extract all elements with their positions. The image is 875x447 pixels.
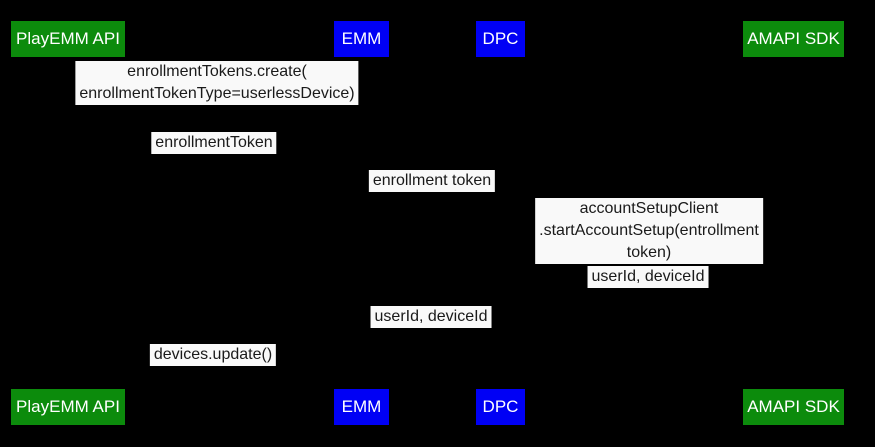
actor-label: AMAPI SDK — [747, 29, 840, 48]
actor-label: EMM — [341, 29, 382, 48]
actor-amapi-sdk-top: AMAPI SDK — [743, 21, 844, 57]
actor-playemm-api-top: PlayEMM API — [11, 21, 125, 57]
message-devices-update: devices.update() — [149, 344, 277, 366]
actor-label: PlayEMM API — [16, 29, 120, 48]
actor-playemm-api-bottom: PlayEMM API — [11, 389, 125, 425]
message-userid-deviceid-emm: userId, deviceId — [370, 306, 492, 328]
actor-dpc-bottom: DPC — [476, 389, 525, 425]
message-userid-deviceid-sdk: userId, deviceId — [587, 266, 709, 288]
message-enrollment-token: enrollment token — [368, 170, 496, 192]
message-enrollment-token-return: enrollmentToken — [151, 132, 277, 154]
message-start-account-setup: accountSetupClient .startAccountSetup(en… — [535, 198, 763, 264]
actor-label: DPC — [482, 29, 519, 48]
actor-emm-top: EMM — [334, 21, 389, 57]
actor-label: AMAPI SDK — [747, 397, 840, 416]
actor-label: DPC — [482, 397, 519, 416]
actor-dpc-top: DPC — [476, 21, 525, 57]
actor-label: PlayEMM API — [16, 397, 120, 416]
actor-amapi-sdk-bottom: AMAPI SDK — [743, 389, 844, 425]
actor-label: EMM — [341, 397, 382, 416]
message-enrollment-tokens-create: enrollmentTokens.create( enrollmentToken… — [75, 61, 359, 105]
actor-emm-bottom: EMM — [334, 389, 389, 425]
